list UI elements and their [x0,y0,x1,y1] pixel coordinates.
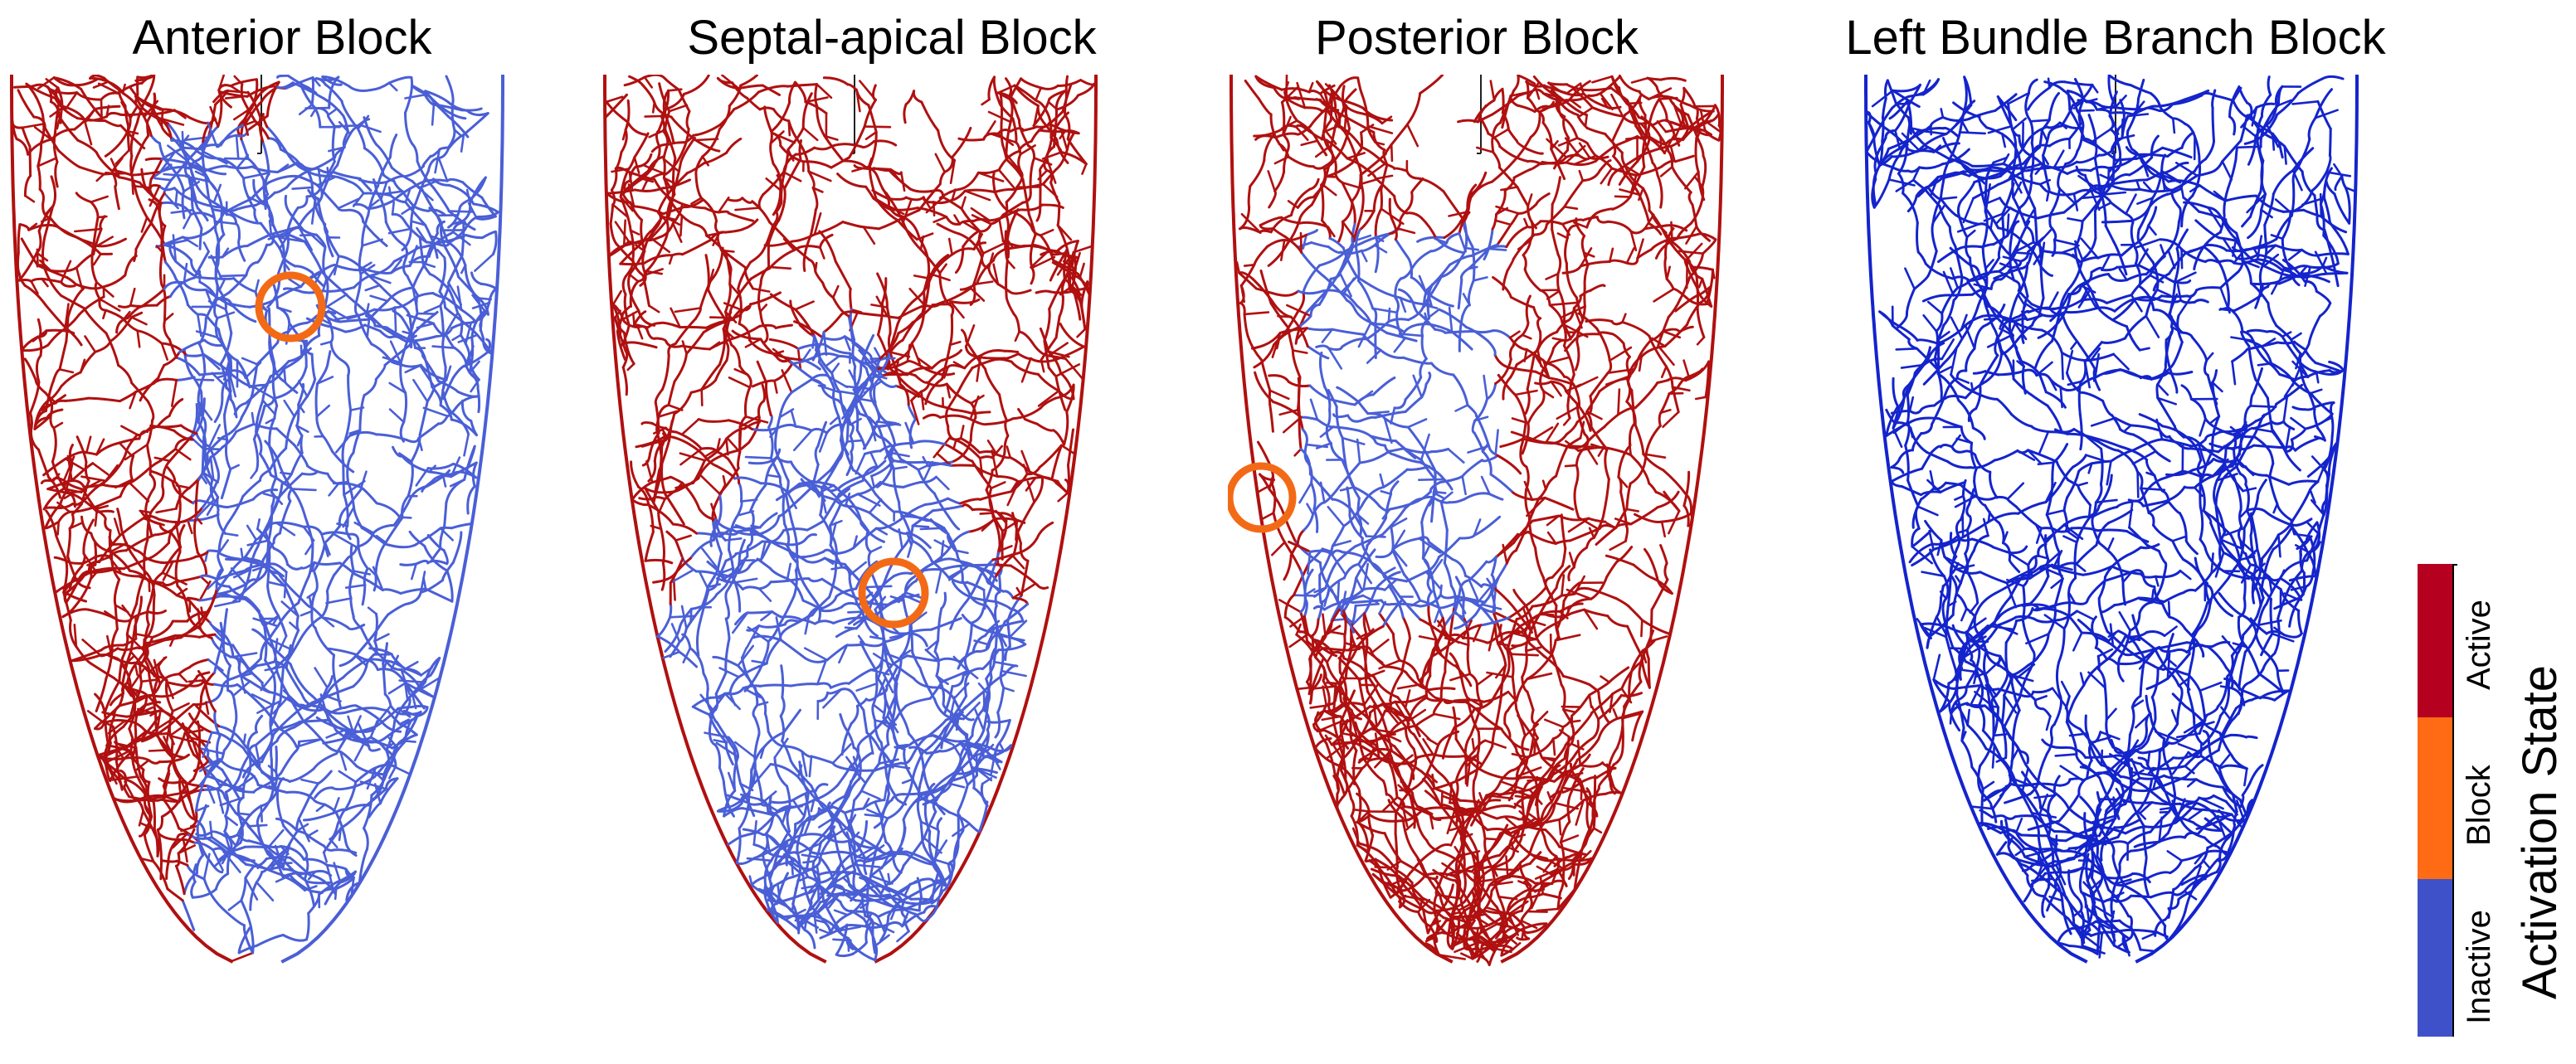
legend-swatch-active [2418,564,2452,717]
block-site-marker [858,557,929,629]
septal-apical-block-network [603,75,1098,964]
posterior-block-network [1228,75,1724,966]
panel-title-anterior: Anterior Block [132,11,432,65]
panel-title-posterior: Posterior Block [1314,11,1639,65]
anterior-block-network [10,75,504,964]
panel-title-lbbb: Left Bundle Branch Block [1845,11,2386,65]
legend-label-inactive: Inactive [2461,910,2497,1024]
legend-title: Activation State [2513,665,2567,999]
legend-label-active: Active [2461,600,2497,690]
panel-title-septal-apical: Septal-apical Block [687,11,1097,65]
lbbb-network [1864,75,2359,964]
legend-swatch-inactive [2418,879,2452,1037]
block-site-marker [1228,462,1297,533]
block-site-marker [255,271,326,343]
activation-state-legend: Active Block Inactive Activation State [2373,564,2572,1045]
legend-swatch-block [2418,717,2452,879]
legend-label-block: Block [2461,765,2497,846]
